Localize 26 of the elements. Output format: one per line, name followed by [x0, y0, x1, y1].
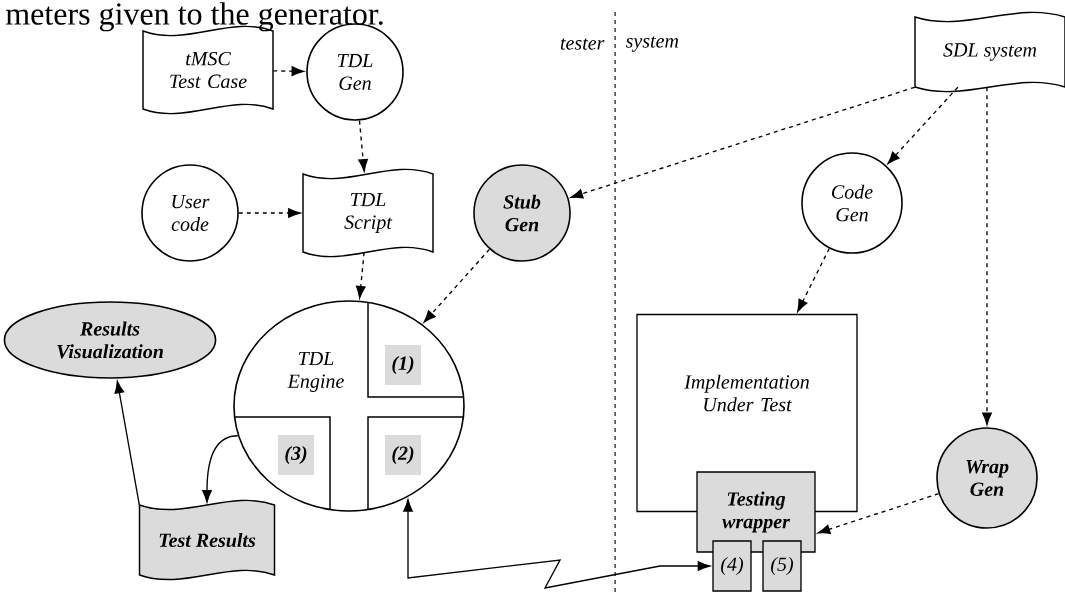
arrow — [817, 493, 940, 535]
arrow — [570, 86, 916, 199]
number-patch: (2) — [385, 435, 421, 475]
circle-node: Wrap Gen — [936, 427, 1038, 529]
arrow — [797, 247, 830, 312]
box: Testing wrapper — [696, 471, 816, 553]
region-label: system — [625, 36, 679, 52]
box: (4) — [712, 540, 752, 592]
number-patch: (3) — [278, 435, 314, 475]
number-patch: (1) — [385, 345, 421, 385]
arrow — [272, 66, 305, 76]
circle-node: Code Gen — [801, 152, 903, 254]
arrow — [114, 380, 140, 506]
ellipse-node: Results Visualization — [3, 301, 217, 379]
arrow — [403, 499, 711, 589]
arrow — [358, 119, 368, 172]
circle-node: Stub Gen — [473, 164, 571, 262]
arrow — [423, 248, 491, 323]
arrow — [982, 86, 992, 426]
box: (5) — [762, 540, 802, 592]
arrow — [202, 435, 239, 503]
circle-node: User code — [141, 164, 239, 262]
region-label: tester — [560, 38, 605, 50]
arrow — [887, 86, 959, 165]
arrow — [355, 251, 366, 299]
arrow — [238, 208, 301, 218]
